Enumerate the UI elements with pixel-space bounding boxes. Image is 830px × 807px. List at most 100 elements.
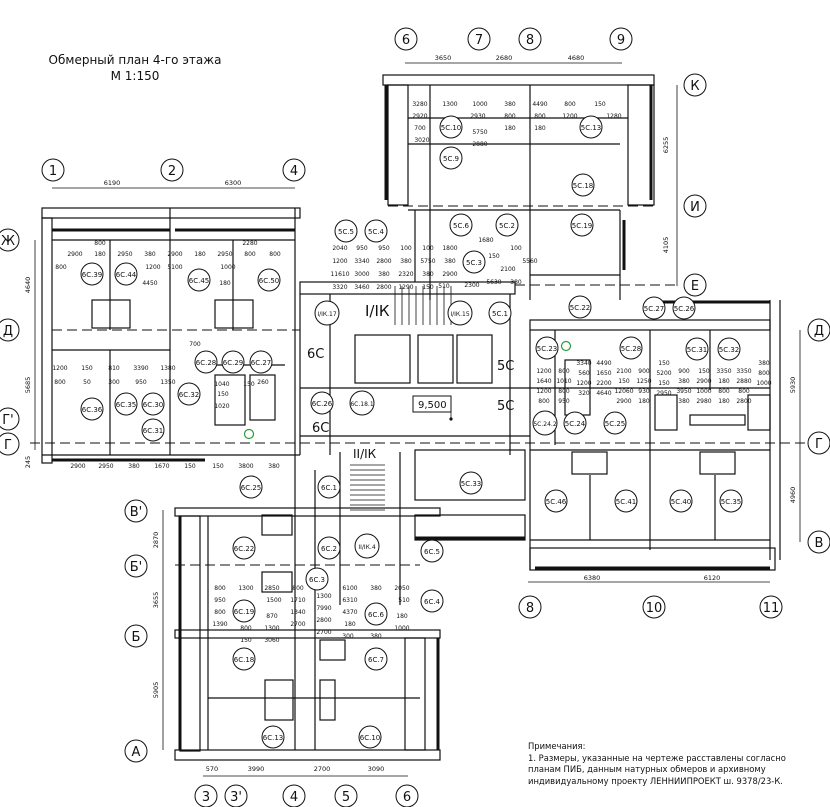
dim-core: 380 (422, 271, 434, 278)
room-tag-label: 6С.39 (82, 271, 102, 279)
room-tag: 5С.26 (672, 296, 696, 320)
room-tag: 5С.24.2 (532, 410, 558, 436)
axis-label: 4 (290, 164, 298, 179)
zone-label-5c-b: 5С (497, 399, 514, 414)
dim-east-wing: 1010 (556, 378, 571, 385)
room-tag-label: 5С.6 (453, 222, 470, 230)
room-tag-label: 6С.29 (223, 359, 243, 367)
room-tag-circle (141, 392, 165, 416)
dim-north-wing: 3020 (414, 137, 429, 144)
room-tag-circle (114, 392, 138, 416)
dim-west-wing-bottom: 2900 (70, 463, 85, 470)
dim-south-wing: 380 (370, 633, 382, 640)
dim-south-wing: 7990 (316, 605, 331, 612)
room-tag: 5С.24 (563, 411, 587, 435)
dim-west-wing-top: 180 (194, 251, 206, 258)
dim-core: 1290 (398, 284, 413, 291)
room-tag-label: 6С.31 (143, 427, 163, 435)
dim-west-wing-top: 1000 (220, 264, 235, 271)
room-tag: 5С.27 (642, 296, 666, 320)
dim-north-wing: 380 (504, 101, 516, 108)
dim-east-wing: 3350 (716, 368, 731, 375)
dim-core: 150 (422, 284, 434, 291)
walls (30, 74, 830, 761)
room-tag-label: 6С.4 (424, 598, 441, 606)
axis-circle (518, 27, 542, 51)
elevator-1 (354, 334, 411, 384)
room-tag: 6С.7 (364, 647, 388, 671)
dim-east-wing: 380 (678, 378, 690, 385)
axis-circle (194, 784, 218, 807)
room-tag-circle (232, 536, 256, 560)
room-tag: 6С.19 (232, 599, 256, 623)
axis-label: Б' (130, 560, 143, 575)
dim-east-wing: 800 (558, 388, 570, 395)
dim-west-wing-mid: 1020 (214, 403, 229, 410)
axis-bubble-row-right: В (807, 530, 830, 554)
room-tag: 6С.5 (420, 539, 444, 563)
room-tag: 5С.6 (449, 213, 473, 237)
room-tag-circle (364, 647, 388, 671)
dim-east-wing: 800 (758, 370, 770, 377)
dim-east-wing: 320 (578, 390, 590, 397)
bath (319, 679, 336, 721)
room-tag-circle (239, 475, 263, 499)
room-tag-label: 5С.25 (605, 420, 625, 428)
zone-label-stair-1: I/IК (365, 302, 390, 320)
room-tag-circle (257, 268, 281, 292)
room-tag-label: 5С.19 (572, 222, 592, 230)
axis-bubble-col-bottom-left: 5 (334, 784, 358, 807)
room-tag: 6С.45 (187, 268, 211, 292)
dim-west-wing-mid: 800 (54, 379, 66, 386)
dim-west-wing-bottom: 150 (184, 463, 196, 470)
room-tag-circle (317, 536, 341, 560)
dim-core: 2300 (464, 282, 479, 289)
zone-label-stair-2: II/IК (353, 447, 377, 461)
room-tag-label: 5С.24 (565, 420, 586, 428)
room-tag: 6С.22 (232, 536, 256, 560)
room-tag-circle (232, 599, 256, 623)
dim-west-wing-top: 800 (55, 264, 67, 271)
dim-south-wing: 380 (370, 585, 382, 592)
axis-label: Г' (2, 413, 14, 428)
room-tag-label: 6С.45 (189, 277, 209, 285)
axis-bubble-row-left: В' (124, 499, 148, 523)
dim-right-vertical: 4105 (662, 237, 670, 254)
dim-east-wing: 5200 (656, 370, 671, 377)
dim-west-wing-top: 5100 (167, 264, 182, 271)
dim-north-wing: 180 (504, 125, 516, 132)
room-tag: 5С.41 (614, 489, 638, 513)
wc-block (249, 374, 276, 421)
axis-bubble-col-top-right: 7 (467, 27, 491, 51)
axis-bubble-row-right: И (683, 194, 707, 218)
room-tag-label: 6С.5 (424, 548, 440, 556)
dim-east-wing: 150 (618, 378, 630, 385)
dim-east-wing: 1200 (536, 388, 551, 395)
axis-bubble-col-top-left: 1 (41, 158, 65, 182)
stair-treads-lower (350, 464, 385, 511)
room-tag: 6С.25 (239, 475, 263, 499)
dim-north-wing: 180 (534, 125, 546, 132)
room-tag-circle (221, 350, 245, 374)
dim-south-wing: 2700 (290, 621, 305, 628)
axis-circle (160, 158, 184, 182)
room-tag-circle (354, 533, 380, 559)
room-tag-label: 5С.9 (443, 155, 459, 163)
window-frame (91, 299, 131, 329)
dim-east-wing: 150 (658, 360, 670, 367)
dim-south-wing: 2050 (394, 585, 409, 592)
axis-bubble-row-left: Б (124, 624, 148, 648)
room-tag-circle (187, 268, 211, 292)
axis-circle (395, 784, 419, 807)
dim-west-wing-bottom: 2950 (98, 463, 113, 470)
axis-circle (394, 27, 418, 51)
dim-west-wing-top: 2950 (217, 251, 232, 258)
room-tag-label: 6С.36 (82, 406, 103, 414)
dim-east-wing: 150 (698, 368, 710, 375)
axis-bubble-col-top-left: 2 (160, 158, 184, 182)
axis-label: Г (4, 438, 12, 453)
drawing-scale: М 1:150 (110, 69, 160, 83)
room-tag: 6С.10 (358, 725, 382, 749)
dim-east-wing: 900 (678, 368, 690, 375)
dim-south-wing: 1710 (290, 597, 305, 604)
